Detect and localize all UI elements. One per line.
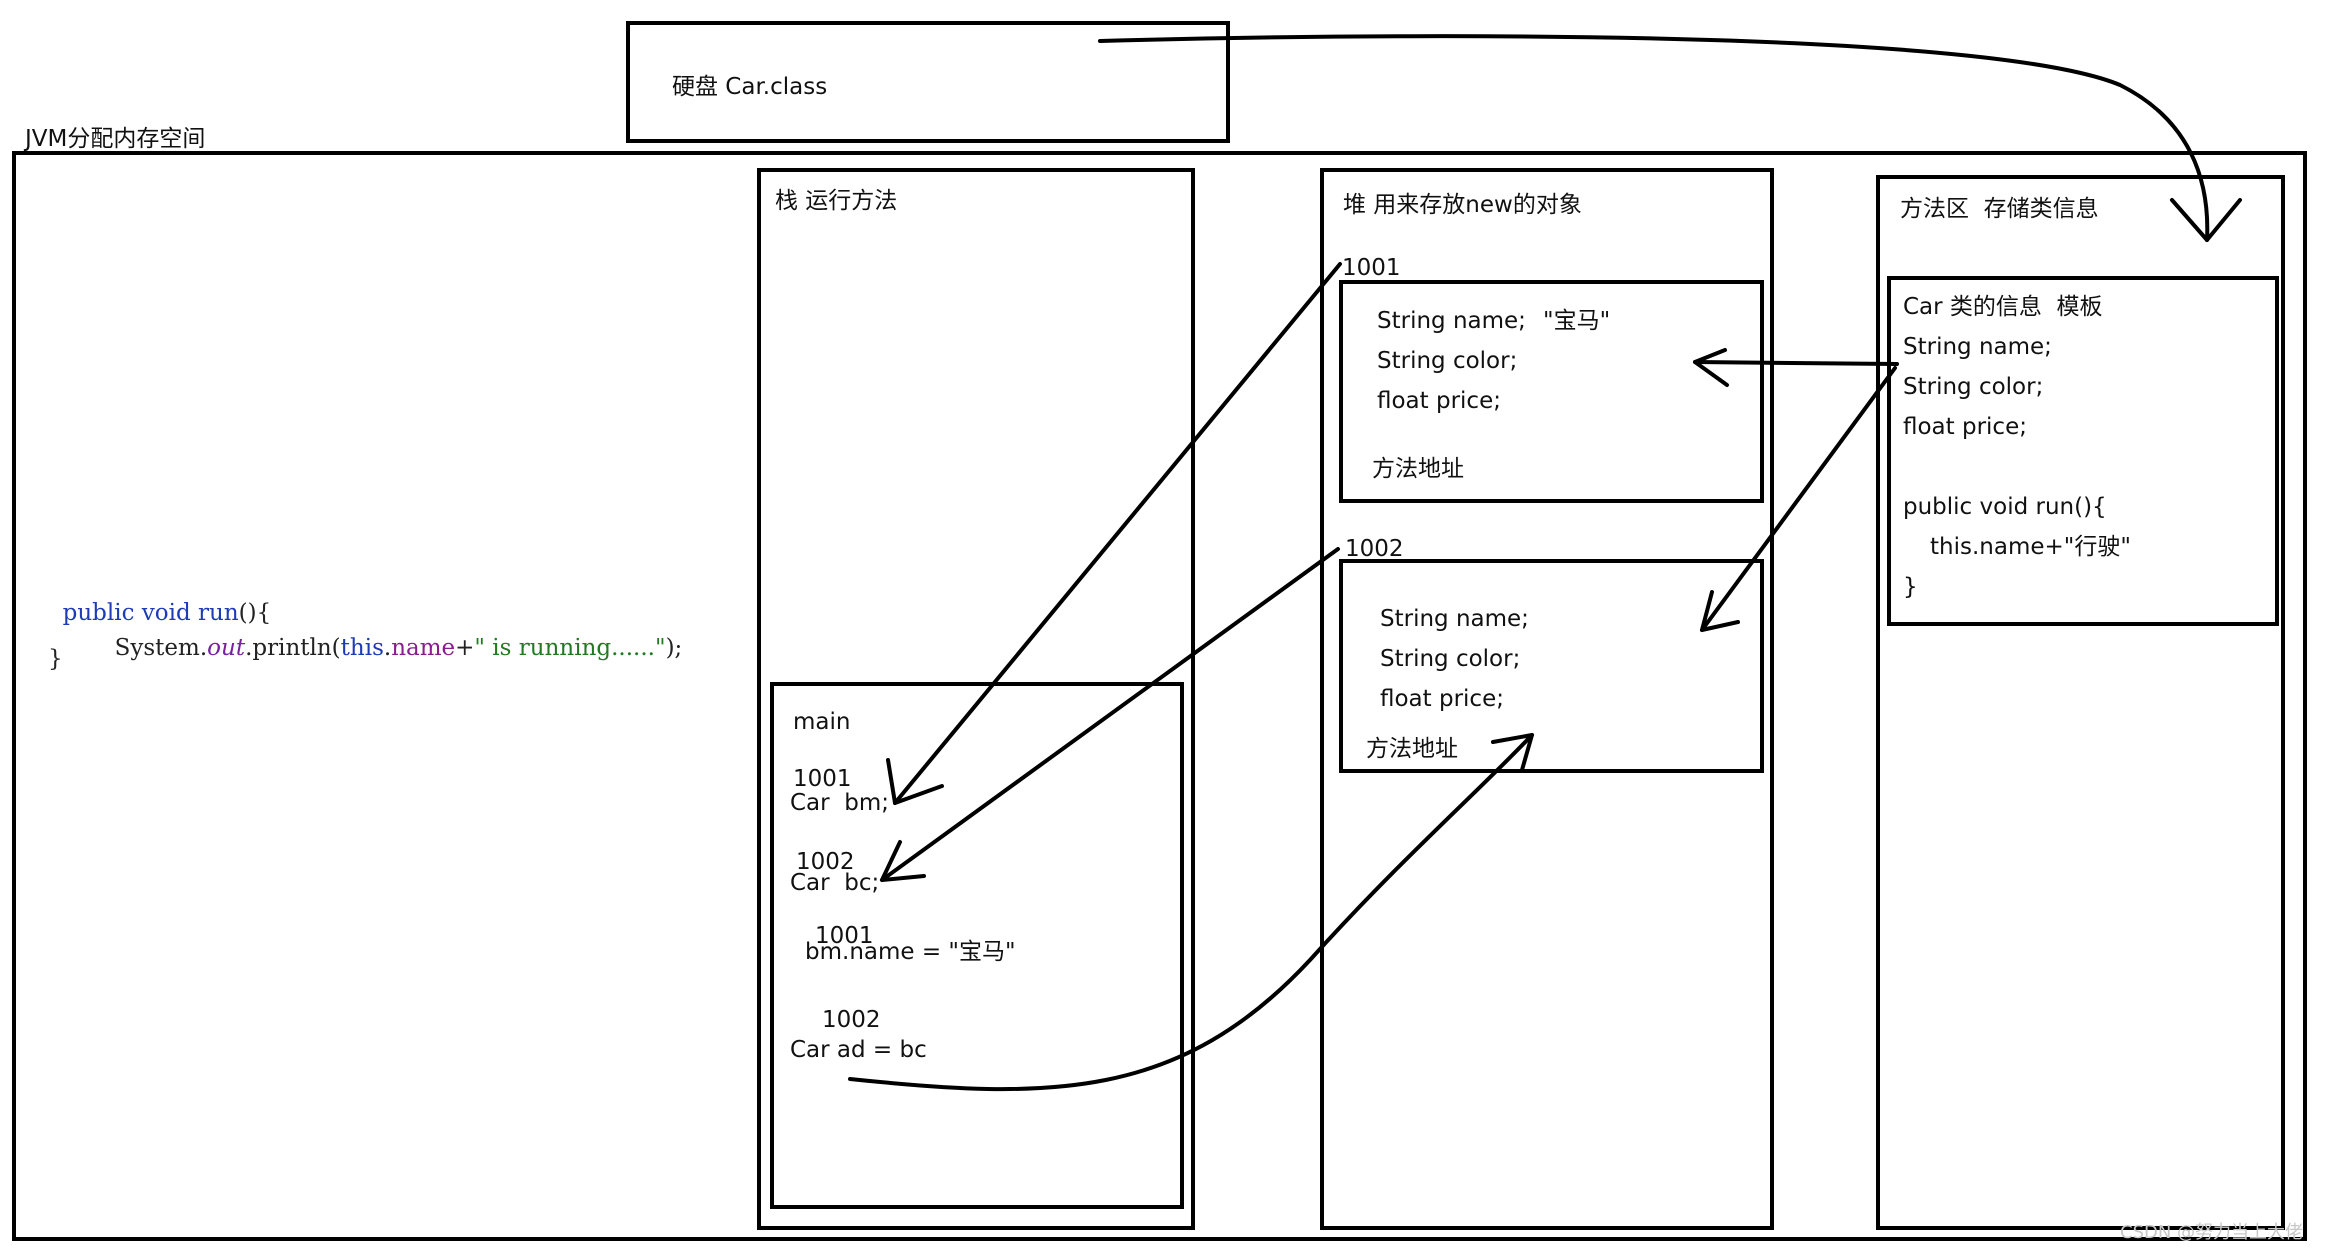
code-paren-open: (){ bbox=[238, 600, 272, 626]
main-decl-bm: Car bm; bbox=[790, 790, 889, 816]
class-info-method-signature: public void run(){ bbox=[1903, 494, 2107, 520]
main-frame-label: main bbox=[793, 709, 851, 735]
code-name-field: name bbox=[391, 635, 456, 661]
arrow-disk-to-method-area bbox=[1098, 34, 2210, 242]
jvm-title: JVM分配内存空间 bbox=[25, 126, 206, 152]
heap-obj2-method-address: 方法地址 bbox=[1366, 736, 1458, 762]
arrow-ad-to-obj2-method bbox=[848, 733, 1534, 1092]
arrow-class-to-obj2 bbox=[1700, 366, 1897, 632]
main-decl-bc: Car bc; bbox=[790, 870, 880, 896]
main-assign-ad: Car ad = bc bbox=[790, 1037, 927, 1063]
arrowhead-class-to-obj1 bbox=[1693, 348, 1729, 387]
jvm-memory-box bbox=[12, 151, 2307, 1241]
heap-obj1-field-color: String color; bbox=[1377, 348, 1518, 374]
code-close: ); bbox=[665, 635, 683, 661]
main-addr-1001-b: 1001 bbox=[815, 923, 874, 949]
arrow-1001-to-bm bbox=[893, 262, 1342, 805]
heap-object-1 bbox=[1339, 280, 1764, 503]
disk-box bbox=[626, 21, 1230, 143]
heap-obj2-field-price: float price; bbox=[1380, 686, 1504, 712]
arrow-1002-to-bc bbox=[880, 547, 1340, 882]
method-area-title: 方法区 存储类信息 bbox=[1900, 196, 2099, 222]
code-system: System. bbox=[114, 635, 208, 661]
arrowhead-disk-to-method-area bbox=[2170, 198, 2242, 242]
class-info-close-brace: } bbox=[1903, 574, 1918, 600]
code-out: out bbox=[207, 635, 246, 661]
class-info-field-price: float price; bbox=[1903, 414, 2027, 440]
code-line-2: System.out.println(this.name+" is runnin… bbox=[100, 614, 683, 661]
heap-obj1-address: 1001 bbox=[1342, 255, 1401, 281]
arrowhead-1001-to-bm bbox=[886, 758, 944, 805]
heap-obj2-field-name: String name; bbox=[1380, 606, 1529, 632]
class-info-field-color: String color; bbox=[1903, 374, 2044, 400]
code-println: .println( bbox=[245, 635, 341, 661]
code-line-1: public void run(){ bbox=[48, 579, 272, 626]
heap-obj1-method-address: 方法地址 bbox=[1372, 456, 1464, 482]
code-this: this bbox=[340, 635, 384, 661]
stack-title: 栈 运行方法 bbox=[775, 188, 898, 214]
stack-box bbox=[757, 168, 1195, 1230]
method-area-box bbox=[1876, 175, 2285, 1230]
heap-object-2 bbox=[1339, 559, 1764, 773]
code-line-3: } bbox=[48, 646, 63, 672]
heap-obj1-field-price: float price; bbox=[1377, 388, 1501, 414]
main-assign-name: bm.name = "宝马" bbox=[805, 939, 1016, 965]
class-info-header: Car 类的信息 模板 bbox=[1903, 294, 2103, 320]
code-string-literal: " is running......" bbox=[474, 635, 666, 661]
watermark: CSDN @努力当上大佬 bbox=[2120, 1222, 2304, 1243]
heap-obj1-value-name: "宝马" bbox=[1543, 308, 1611, 334]
arrowhead-ad-to-obj2-method bbox=[1491, 733, 1534, 772]
main-frame-box bbox=[770, 682, 1184, 1209]
code-keyword-void: void bbox=[141, 600, 191, 626]
code-keyword-public: public bbox=[62, 600, 135, 626]
main-addr-1001: 1001 bbox=[793, 766, 852, 792]
arrow-class-to-obj1 bbox=[1693, 360, 1899, 366]
main-addr-1002: 1002 bbox=[796, 849, 855, 875]
arrowhead-1002-to-bc bbox=[880, 840, 926, 882]
heap-obj2-address: 1002 bbox=[1345, 536, 1404, 562]
main-addr-1002-b: 1002 bbox=[822, 1007, 881, 1033]
code-method-run: run bbox=[198, 600, 239, 626]
code-plus: + bbox=[455, 635, 475, 661]
code-dot: . bbox=[383, 635, 392, 661]
disk-label: 硬盘 Car.class bbox=[672, 74, 828, 100]
class-info-field-name: String name; bbox=[1903, 334, 2052, 360]
heap-obj1-field-name: String name; bbox=[1377, 308, 1526, 334]
heap-title: 堆 用来存放new的对象 bbox=[1343, 192, 1582, 218]
class-info-method-body: this.name+"行驶" bbox=[1930, 534, 2131, 560]
heap-obj2-field-color: String color; bbox=[1380, 646, 1521, 672]
arrowhead-class-to-obj2 bbox=[1700, 590, 1740, 632]
class-info-box bbox=[1887, 276, 2279, 626]
heap-box bbox=[1320, 168, 1774, 1230]
